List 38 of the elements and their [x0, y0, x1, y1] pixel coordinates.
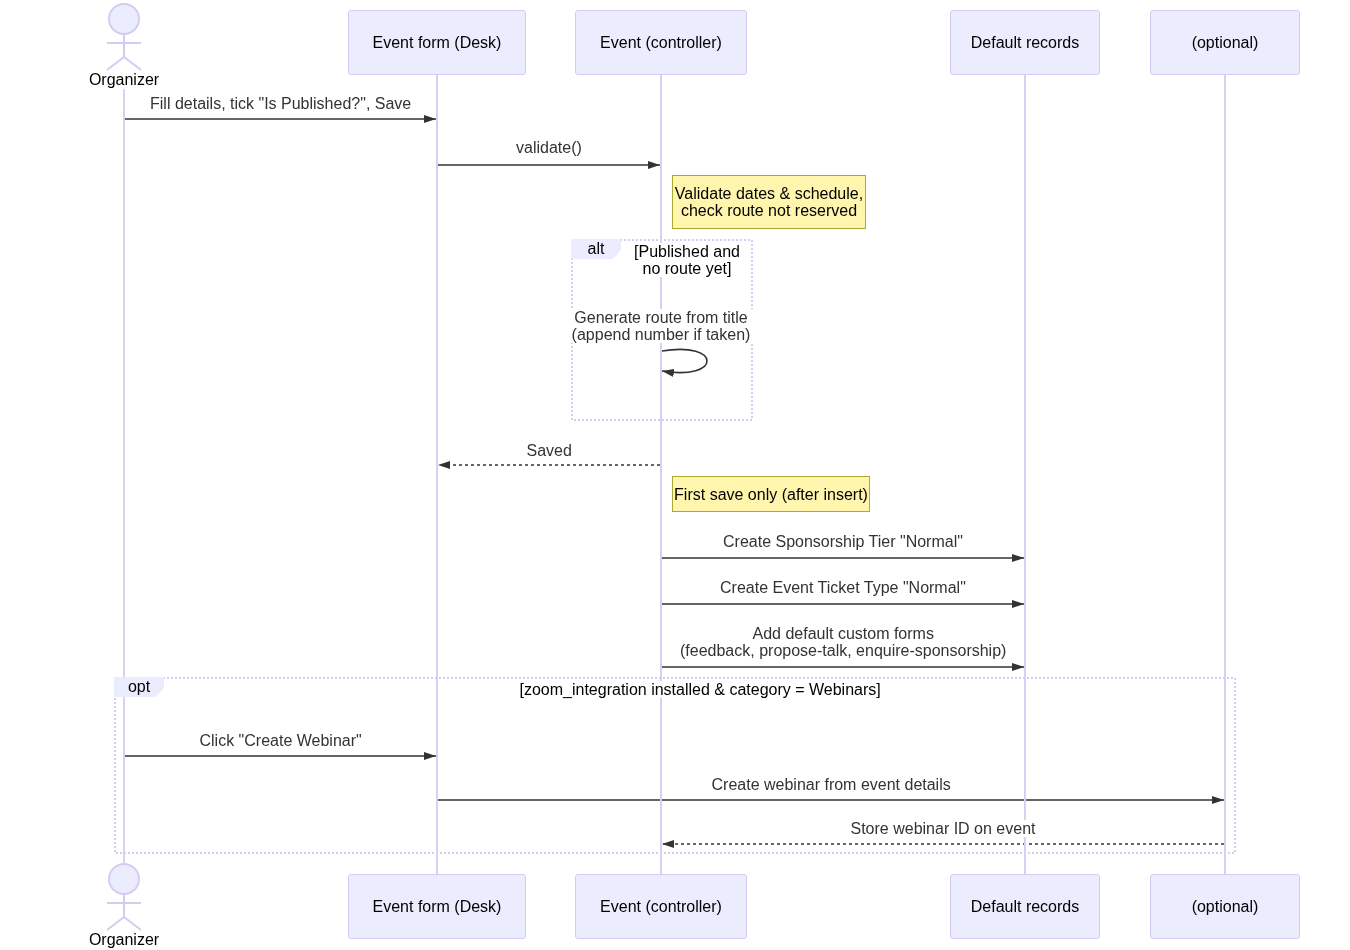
participant-box: Event form (Desk): [348, 10, 526, 75]
return-arrow: [437, 461, 661, 469]
note: First save only (after insert): [672, 476, 870, 512]
return-arrow: [661, 840, 1225, 848]
message-label: Create Sponsorship Tier "Normal": [723, 533, 963, 550]
participant-box: (optional): [1150, 874, 1300, 939]
message-label: validate(): [516, 139, 582, 156]
lifeline: [660, 75, 662, 874]
message-label: Saved: [526, 442, 572, 459]
message-label: Create webinar from event details: [711, 776, 951, 793]
message-arrow: [661, 600, 1025, 608]
participant-box: Event form (Desk): [348, 874, 526, 939]
message-arrow: [661, 663, 1025, 671]
message-label: Add default custom forms (feedback, propose-talk, enquire-sponsorship): [680, 625, 1007, 659]
message-label: Click "Create Webinar": [199, 732, 362, 749]
message-arrow: [437, 796, 1225, 804]
message-label: Fill details, tick "Is Published?", Save: [150, 95, 412, 112]
participant-box: Event (controller): [575, 874, 747, 939]
message-arrow: [124, 752, 437, 760]
participant-box: Default records: [950, 10, 1100, 75]
message-arrow: [124, 115, 437, 123]
message-label: Store webinar ID on event: [850, 820, 1036, 837]
fragment-label: alt: [571, 239, 621, 259]
fragment-label: opt: [114, 677, 164, 697]
lifeline: [1224, 75, 1226, 874]
message-label: Create Event Ticket Type "Normal": [720, 579, 966, 596]
condition-text: [zoom_integration installed & category = Webinars]: [519, 681, 881, 698]
actor-label: Organizer: [88, 71, 160, 89]
participant-box: Default records: [950, 874, 1100, 939]
participant-box: Event (controller): [575, 10, 747, 75]
message-arrow: [661, 554, 1025, 562]
note: Validate dates & schedule, check route not reserved: [672, 175, 866, 229]
participant-box: (optional): [1150, 10, 1300, 75]
lifeline: [123, 89, 125, 863]
message-arrow: [437, 161, 661, 169]
lifeline: [1024, 75, 1026, 874]
lifeline: [436, 75, 438, 874]
actor-label: Organizer: [88, 931, 160, 949]
